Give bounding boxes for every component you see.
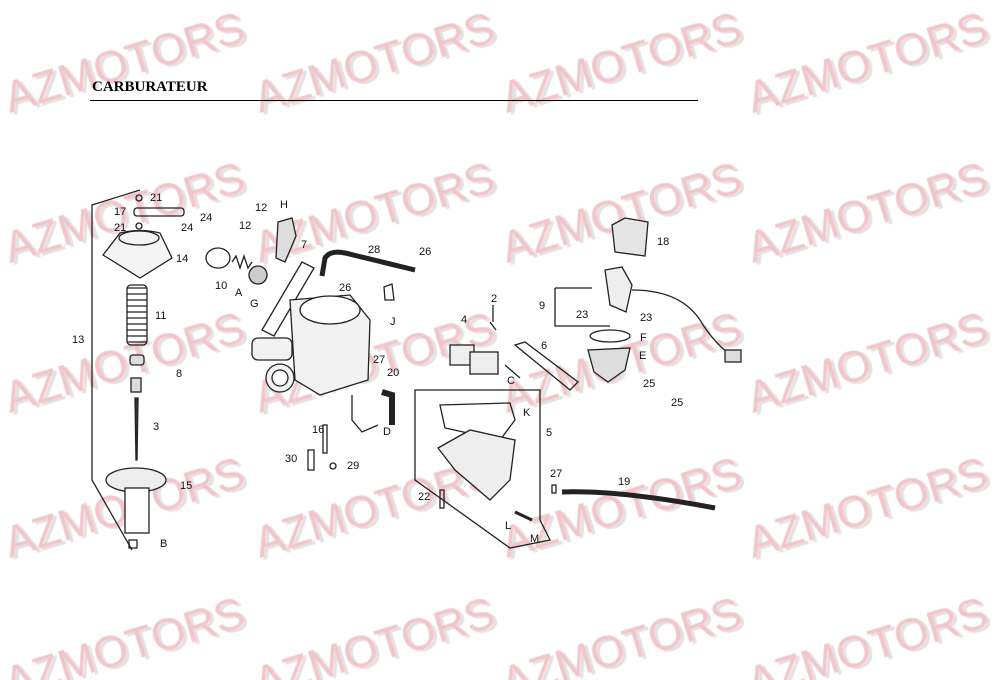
part-E-holder xyxy=(587,347,631,383)
callout-label: L xyxy=(505,520,512,532)
callout-label: 18 xyxy=(657,236,670,248)
callout-label: M xyxy=(530,533,540,545)
callout-label: H xyxy=(280,199,288,211)
callout-label: 29 xyxy=(347,460,360,472)
callout-label: 26 xyxy=(339,282,352,294)
callout-label: 7 xyxy=(301,239,308,251)
callout-label: 25 xyxy=(643,378,656,390)
callout-label: 23 xyxy=(640,312,653,324)
callout-label: 14 xyxy=(176,253,189,265)
title-underline xyxy=(90,100,698,101)
part-8-seat xyxy=(130,377,142,393)
part-28-hose xyxy=(319,249,416,277)
part-29-jet xyxy=(329,462,337,470)
diagram-title: CARBURATEUR xyxy=(92,79,208,95)
callout-label: 12 xyxy=(239,220,252,232)
callout-label: 22 xyxy=(418,491,431,503)
callout-label: 6 xyxy=(541,340,548,352)
callout-label: 11 xyxy=(155,310,167,322)
callout-label: 20 xyxy=(387,367,400,379)
callout-label: 27 xyxy=(373,354,386,366)
callout-label: K xyxy=(523,407,531,419)
callout-label: 28 xyxy=(368,244,381,256)
part-11-spring xyxy=(126,284,148,346)
callout-label: D xyxy=(383,426,391,438)
callout-label: 24 xyxy=(200,212,213,224)
callout-label: 12 xyxy=(255,202,268,214)
part-3-needle xyxy=(134,397,139,461)
callout-label: F xyxy=(640,332,647,344)
part-27-clip xyxy=(551,484,557,494)
part-F-gasket xyxy=(589,329,631,343)
part-21-screw-b xyxy=(135,222,143,230)
part-15-slide xyxy=(124,487,150,534)
callout-label: 17 xyxy=(114,206,127,218)
callout-label: 3 xyxy=(153,421,160,433)
part-19-hose xyxy=(561,489,716,511)
callout-label: E xyxy=(639,350,647,362)
callout-label: 30 xyxy=(285,453,298,465)
part-14-cap xyxy=(102,229,173,279)
group-9-bracket xyxy=(554,287,610,327)
part-16-screw xyxy=(322,424,328,454)
part-30-jet xyxy=(307,449,315,471)
callout-label: 24 xyxy=(181,222,194,234)
callout-label: 25 xyxy=(671,397,684,409)
choke-wire xyxy=(631,289,736,359)
callout-label: C xyxy=(507,375,515,387)
part-J-clip xyxy=(383,283,395,301)
part-B xyxy=(128,539,138,549)
part-5-bowl xyxy=(437,429,516,501)
callout-label: 27 xyxy=(550,468,563,480)
part-22-screw xyxy=(439,489,445,509)
callout-label: A xyxy=(235,287,243,299)
callout-label: 21 xyxy=(114,222,127,234)
callout-label: 23 xyxy=(576,309,589,321)
callout-label: 15 xyxy=(180,480,193,492)
group-13-bracket xyxy=(91,189,141,551)
callout-label: 19 xyxy=(618,476,631,488)
callout-label: 16 xyxy=(312,424,325,436)
part-4-block-b xyxy=(469,351,499,375)
callout-label: 10 xyxy=(215,280,228,292)
part-K-gasket xyxy=(439,402,516,441)
part-6-kit xyxy=(513,341,579,391)
callout-label: 4 xyxy=(461,314,468,326)
carburetor-body xyxy=(251,294,371,396)
part-21-screw xyxy=(135,194,143,202)
part-14-cap-top xyxy=(118,230,160,246)
callout-label: 13 xyxy=(72,334,85,346)
callout-label: B xyxy=(160,538,168,550)
part-C-needle xyxy=(504,364,521,379)
part-8-clip xyxy=(129,354,145,366)
callout-label: 9 xyxy=(539,300,546,312)
part-H-bracket xyxy=(275,217,297,263)
part-17-plate xyxy=(133,207,185,217)
callout-label: G xyxy=(250,298,259,310)
callout-label: 8 xyxy=(176,368,183,380)
group-5-bracket xyxy=(414,389,551,549)
part-G xyxy=(248,265,268,285)
part-18-cap xyxy=(611,217,649,257)
callout-label: 21 xyxy=(150,192,163,204)
callout-label: 2 xyxy=(491,293,498,305)
callout-label: J xyxy=(390,316,396,328)
part-A-spring xyxy=(231,253,253,271)
part-D-line xyxy=(351,395,379,433)
part-20-hose xyxy=(381,389,395,425)
part-9-choke xyxy=(604,266,633,313)
choke-connector xyxy=(724,349,742,363)
callout-label: 26 xyxy=(419,246,432,258)
part-2-jet xyxy=(489,305,497,331)
part-10-cover xyxy=(205,247,231,269)
callout-label: 5 xyxy=(546,427,553,439)
part-7-kit xyxy=(261,261,315,337)
part-M-screw xyxy=(514,510,533,522)
